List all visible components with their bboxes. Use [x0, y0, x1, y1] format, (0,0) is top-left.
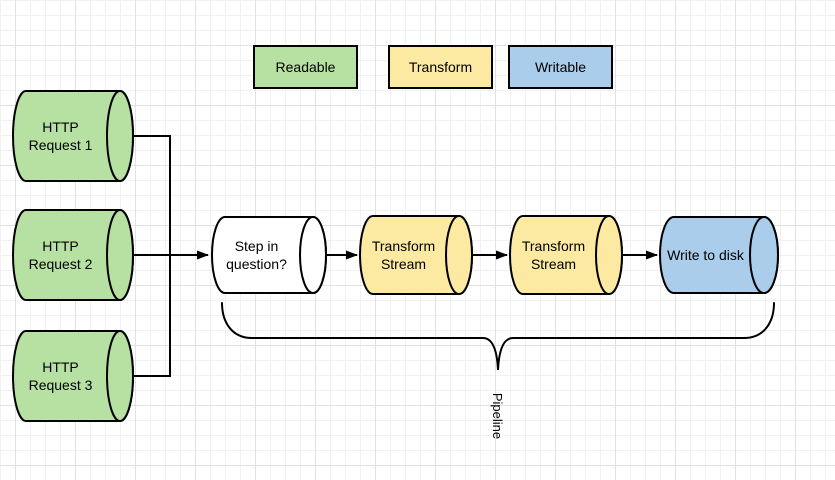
node-write-to-disk[interactable]: [659, 216, 779, 294]
legend-writable[interactable]: Writable: [508, 45, 613, 89]
node-http-request-1[interactable]: [12, 90, 134, 182]
legend-writable-label: Writable: [534, 59, 587, 75]
legend-transform[interactable]: Transform: [388, 45, 493, 89]
legend-readable[interactable]: Readable: [253, 45, 358, 89]
node-http-request-3[interactable]: [12, 330, 134, 422]
node-transform-stream-1[interactable]: [359, 215, 473, 295]
pipeline-brace-label: Pipeline: [490, 392, 506, 440]
node-step-in-question[interactable]: [211, 216, 327, 294]
node-http-request-2[interactable]: [12, 209, 134, 301]
legend-transform-label: Transform: [408, 59, 473, 75]
legend-readable-label: Readable: [275, 59, 336, 75]
node-transform-stream-2[interactable]: [509, 215, 623, 295]
pipeline-brace[interactable]: [221, 302, 775, 371]
